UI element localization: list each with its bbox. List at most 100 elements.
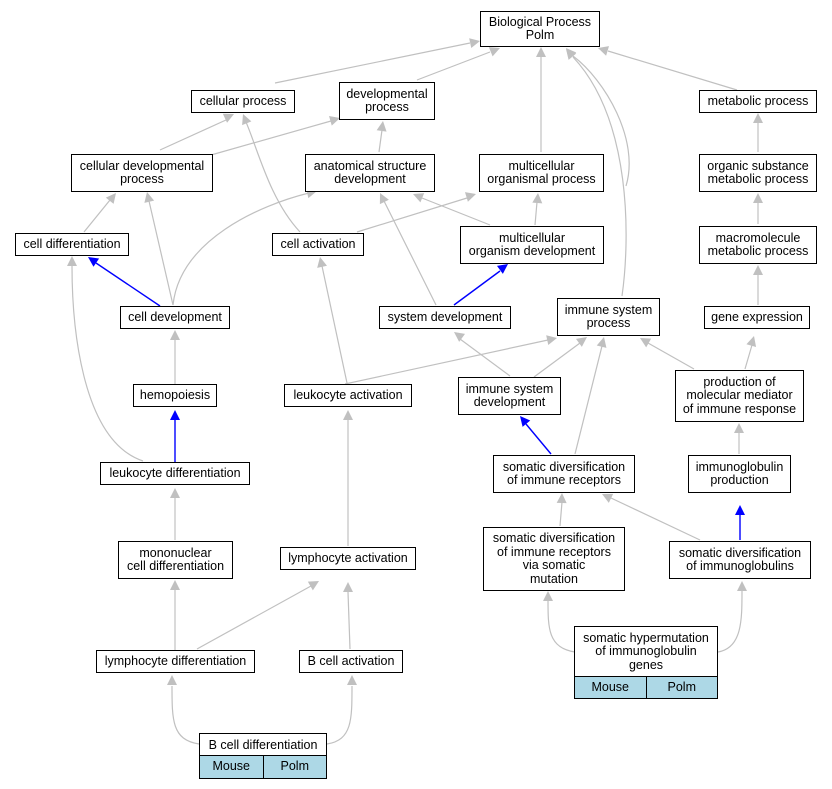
edge-arrowhead: [144, 192, 155, 203]
node-developmental-process[interactable]: developmental process: [339, 82, 435, 120]
node-cellular-developmental-process[interactable]: cellular developmental process: [71, 154, 213, 192]
node-cellular-process[interactable]: cellular process: [191, 90, 295, 113]
node-production-of-molecular-mediator[interactable]: production of molecular mediator of immu…: [675, 370, 804, 422]
edge-arrowhead: [735, 505, 745, 515]
edge-arrowhead: [170, 410, 180, 420]
node-lymphocyte-activation[interactable]: lymphocyte activation: [280, 547, 416, 570]
node-label-line: immune system: [465, 381, 554, 396]
node-lymphocyte-differentiation[interactable]: lymphocyte differentiation: [96, 650, 255, 673]
node-label-line: multicellular: [499, 230, 565, 245]
node-label-line: multicellular: [508, 158, 575, 173]
edge-arrowhead: [242, 114, 252, 126]
node-label-line: of immune receptors: [497, 544, 611, 559]
node-label-line: immunoglobulin: [695, 459, 784, 474]
edge-arrowhead: [520, 416, 531, 427]
node-organic-substance-metabolic-process[interactable]: organic substance metabolic process: [699, 154, 817, 192]
edge-highlighted: [95, 262, 161, 307]
edge: [196, 585, 312, 650]
edge-arrowhead: [454, 332, 466, 342]
node-label-line: Polm: [525, 28, 555, 42]
node-label-line: cellular developmental: [79, 158, 205, 173]
node-label-line: anatomical structure: [313, 158, 427, 173]
node-label: somatic hypermutation of immunoglobulin …: [575, 627, 717, 677]
node-b-cell-activation[interactable]: B cell activation: [299, 650, 403, 673]
node-hemopoiesis[interactable]: hemopoiesis: [133, 384, 217, 407]
edge-arrowhead: [596, 337, 607, 348]
edge: [210, 120, 332, 156]
edge-arrowhead: [734, 423, 744, 433]
node-multicellular-organismal-process[interactable]: multicellular organismal process: [479, 154, 604, 192]
edge-arrowhead: [469, 38, 480, 48]
badge-mouse[interactable]: Mouse: [200, 756, 263, 778]
node-leukocyte-differentiation[interactable]: leukocyte differentiation: [100, 462, 250, 485]
node-label-line: developmental: [346, 86, 428, 101]
node-label-line: of immunoglobulins: [686, 559, 794, 573]
edge: [572, 56, 627, 297]
node-mononuclear-cell-differentiation[interactable]: mononuclear cell differentiation: [118, 541, 233, 579]
edge: [344, 339, 549, 385]
node-cell-activation[interactable]: cell activation: [272, 233, 364, 256]
edge: [148, 200, 174, 306]
edge-arrowhead: [546, 335, 557, 345]
edge: [416, 51, 491, 81]
node-biological-process-polm[interactable]: Biological Process Polm: [480, 11, 600, 47]
edge-arrowhead: [317, 257, 327, 268]
node-label-line: cell differentiation: [23, 236, 121, 251]
node-cell-differentiation[interactable]: cell differentiation: [15, 233, 129, 256]
node-somatic-diversification-of-immunoglobulins[interactable]: somatic diversification of immunoglobuli…: [669, 541, 811, 579]
node-label-line: cell differentiation: [126, 559, 225, 573]
node-somatic-diversification-via-somatic-mutation[interactable]: somatic diversification of immune recept…: [483, 527, 625, 591]
node-somatic-diversification-of-immune-receptors[interactable]: somatic diversification of immune recept…: [493, 455, 635, 493]
node-system-development[interactable]: system development: [379, 306, 511, 329]
edge-arrowhead: [343, 582, 353, 592]
node-label-line: lymphocyte differentiation: [104, 653, 247, 668]
edge-highlighted: [525, 423, 552, 455]
edge: [378, 129, 383, 153]
node-gene-expression[interactable]: gene expression: [704, 306, 810, 329]
edge: [347, 591, 351, 650]
edge-arrowhead: [329, 115, 340, 126]
edge: [547, 599, 576, 653]
node-cell-development[interactable]: cell development: [120, 306, 230, 329]
node-leukocyte-activation[interactable]: leukocyte activation: [284, 384, 412, 407]
node-immunoglobulin-production[interactable]: immunoglobulin production: [688, 455, 791, 493]
edge: [744, 344, 753, 370]
edge: [459, 338, 511, 377]
edge-arrowhead: [105, 193, 116, 204]
edge: [383, 200, 437, 306]
node-macromolecule-metabolic-process[interactable]: macromolecule metabolic process: [699, 226, 817, 264]
edge: [172, 192, 310, 306]
edge-arrowhead: [88, 257, 100, 267]
edge: [647, 342, 695, 370]
node-label-line: metabolic process: [707, 244, 809, 258]
edge-arrowhead: [170, 330, 180, 340]
edge-arrowhead: [376, 121, 387, 132]
node-label-line: of immunoglobulin: [595, 644, 697, 659]
node-immune-system-process[interactable]: immune system process: [557, 298, 660, 336]
edge: [326, 685, 353, 745]
edge-arrowhead: [347, 675, 357, 685]
node-multicellular-organism-development[interactable]: multicellular organism development: [460, 226, 604, 264]
edge-arrowhead: [170, 580, 180, 590]
node-label-line: somatic hypermutation: [583, 630, 709, 645]
node-label-line: gene expression: [711, 309, 803, 324]
node-somatic-hypermutation-of-immunoglobulin-genes[interactable]: somatic hypermutation of immunoglobulin …: [574, 626, 718, 699]
edge-arrowhead: [543, 591, 553, 601]
edge: [321, 265, 348, 384]
node-label-line: cell activation: [280, 236, 356, 251]
badge-polm[interactable]: Polm: [645, 677, 717, 698]
badge-mouse[interactable]: Mouse: [575, 677, 646, 698]
edge: [274, 42, 471, 84]
node-label-line: leukocyte differentiation: [109, 465, 241, 480]
edge-arrowhead: [602, 493, 614, 503]
badge-polm[interactable]: Polm: [262, 756, 326, 778]
node-metabolic-process[interactable]: metabolic process: [699, 90, 817, 113]
node-b-cell-differentiation[interactable]: B cell differentiation Mouse Polm: [199, 733, 327, 779]
edge-arrowhead: [556, 493, 567, 504]
node-label-line: leukocyte activation: [293, 387, 403, 402]
edge-arrowhead: [598, 46, 610, 56]
node-anatomical-structure-development[interactable]: anatomical structure development: [305, 154, 435, 192]
edge-arrowhead: [536, 47, 546, 57]
node-immune-system-development[interactable]: immune system development: [458, 377, 561, 415]
edge-arrowhead: [464, 192, 476, 202]
